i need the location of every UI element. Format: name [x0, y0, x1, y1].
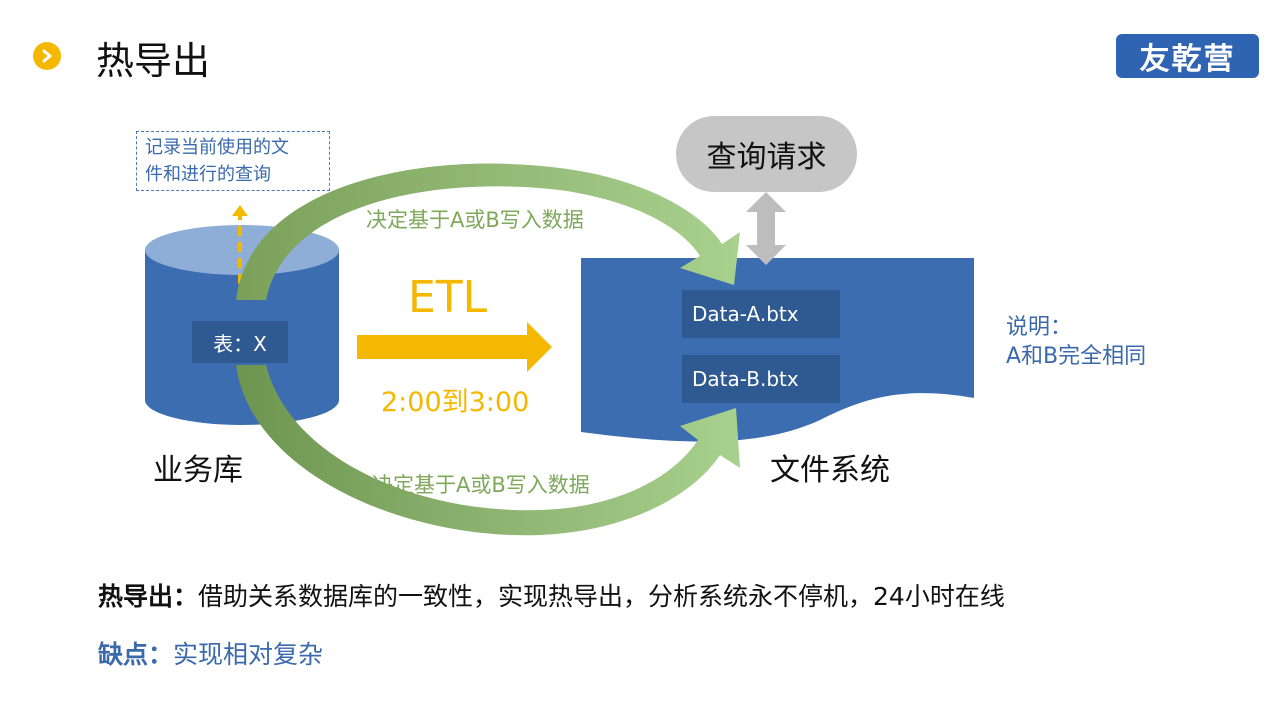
record-note-line-1: 记录当前使用的文: [145, 137, 289, 158]
file-data-a: Data-A.btx: [682, 290, 840, 338]
explanation-line-2: A和B完全相同: [1006, 344, 1147, 369]
file-data-b: Data-B.btx: [682, 355, 840, 403]
top-arc-label: 决定基于A或B写入数据: [366, 208, 584, 232]
record-arrow-icon: [232, 205, 248, 300]
filesystem-name: 文件系统: [770, 453, 890, 488]
page-title: 热导出: [96, 39, 211, 83]
explanation-line-1: 说明：: [1006, 315, 1073, 340]
etl-arrow-icon: [357, 322, 552, 372]
pros-text: 借助关系数据库的一致性，实现热导出，分析系统永不停机，24小时在线: [198, 582, 1005, 611]
database-name: 业务库: [153, 453, 243, 488]
query-request-box: 查询请求: [676, 116, 857, 192]
brand-logo: 友乾营: [1116, 34, 1259, 78]
chevron-right-icon: [33, 42, 61, 70]
cons-key: 缺点：: [98, 640, 174, 669]
bottom-arc-arrow-icon: [236, 365, 740, 536]
record-note-line-2: 件和进行的查询: [145, 164, 271, 185]
filesystem-shape: [581, 258, 974, 442]
explanation: 说明： A和B完全相同: [1006, 313, 1146, 371]
cons-line: 缺点：实现相对复杂: [98, 635, 323, 671]
pros-line: 热导出：借助关系数据库的一致性，实现热导出，分析系统永不停机，24小时在线: [98, 577, 1005, 613]
etl-time-label: 2:00到3:00: [381, 387, 530, 418]
top-arc-arrow-icon: [236, 163, 740, 300]
pros-key: 热导出：: [98, 582, 199, 611]
record-note: 记录当前使用的文 件和进行的查询: [136, 131, 330, 191]
table-label: 表：X: [192, 321, 288, 363]
query-double-arrow-icon: [746, 192, 786, 265]
bottom-arc-label: 决定基于A或B写入数据: [372, 473, 590, 497]
etl-label: ETL: [408, 272, 488, 323]
cons-text: 实现相对复杂: [173, 640, 324, 669]
